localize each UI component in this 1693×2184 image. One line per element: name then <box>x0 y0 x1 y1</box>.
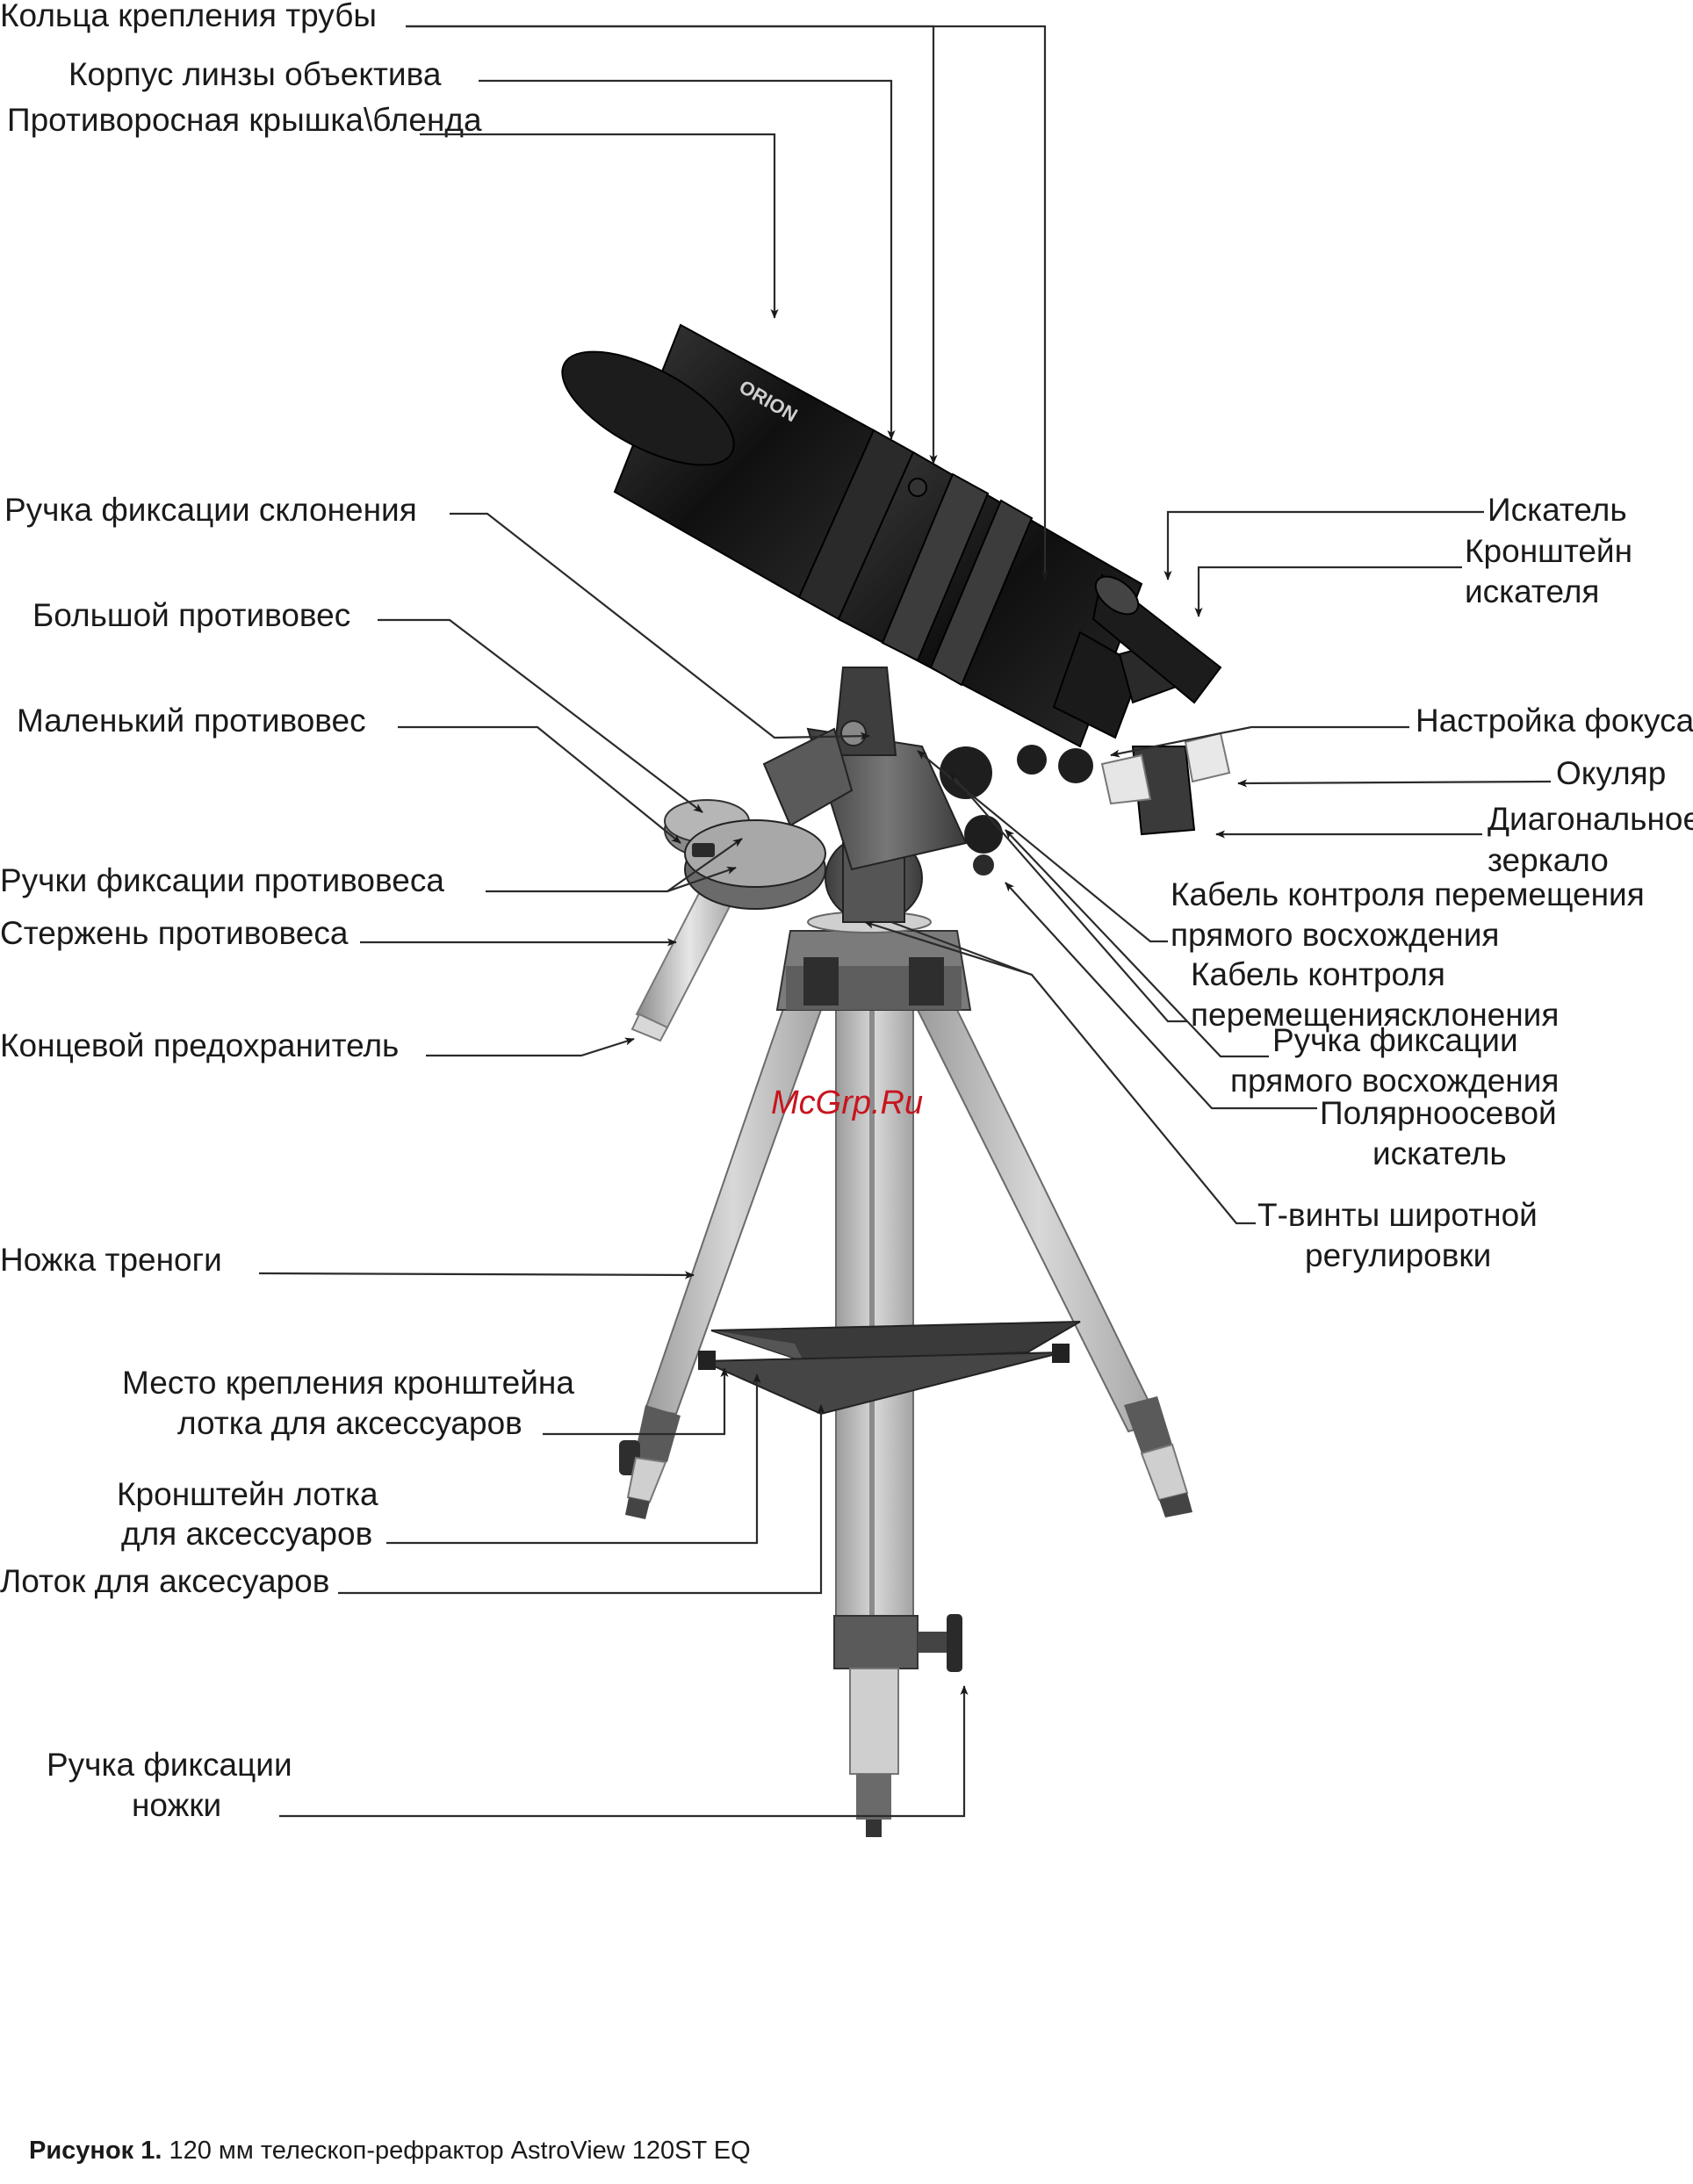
label-diagonal-a: Диагональное <box>1488 801 1693 837</box>
label-dec-cable-b: перемещениясклонения <box>1191 997 1559 1033</box>
label-tray-mount-a: Место крепления кронштейна <box>122 1365 574 1401</box>
accessory-tray <box>698 1321 1081 1416</box>
label-polar-finder-b: искатель <box>1372 1135 1507 1171</box>
leg-lock-knob <box>947 1614 962 1672</box>
label-large-counterweight: Большой противовес <box>32 597 350 633</box>
caption-bold: Рисунок 1. <box>29 2137 162 2165</box>
label-diagonal-b: зеркало <box>1488 842 1609 878</box>
label-objective-housing: Корпус линзы объектива <box>68 56 442 92</box>
label-counterweight-locks: Ручки фиксации противовеса <box>0 862 444 898</box>
label-t-bolts-b: регулировки <box>1305 1237 1491 1273</box>
label-ra-lock-a: Ручка фиксации <box>1272 1022 1518 1058</box>
leader-lines <box>258 25 1552 1818</box>
equatorial-mount <box>762 667 1003 923</box>
dec-lock-knob <box>840 720 867 746</box>
tube-rings <box>881 472 990 662</box>
label-ra-cable-b: прямого восхождения <box>1171 917 1499 953</box>
counterweight-assembly <box>630 799 826 1042</box>
focus-knob <box>1058 748 1093 783</box>
label-tray-mount-b: лотка для аксессуаров <box>177 1405 522 1441</box>
label-leg-lock-a: Ручка фиксации <box>47 1747 292 1783</box>
label-tripod-leg: Ножка треноги <box>0 1242 222 1278</box>
label-focus: Настройка фокуса <box>1416 703 1693 739</box>
tripod-head <box>775 911 972 1011</box>
large-counterweight <box>684 819 826 910</box>
telescope-illustration: ORION <box>561 323 1231 1837</box>
eyepiece <box>1184 732 1231 783</box>
label-ra-cable-a: Кабель контроля перемещения <box>1171 876 1645 912</box>
label-counterweight-shaft: Стержень противовеса <box>0 915 349 951</box>
label-small-counterweight: Маленький противовес <box>17 703 366 739</box>
label-leg-lock-b: ножки <box>132 1787 221 1823</box>
tripod <box>619 999 1192 1837</box>
counterweight-lock-knob <box>692 843 715 857</box>
optical-tube: ORION <box>561 323 1231 836</box>
figure-caption: Рисунок 1. 120 мм телескоп-рефрактор Ast… <box>29 2137 751 2165</box>
label-polar-finder-a: Полярноосевой <box>1320 1095 1557 1131</box>
diagonal-mirror <box>1131 746 1196 836</box>
label-tray-bracket-a: Кронштейн лотка <box>117 1476 378 1512</box>
label-eyepiece: Окуляр <box>1556 755 1666 791</box>
label-tube-rings: Кольца крепления трубы <box>0 0 377 33</box>
left-labels: Кольца крепления трубы Корпус линзы объе… <box>0 0 574 1823</box>
tray-bracket <box>702 1351 1063 1416</box>
label-dec-cable-a: Кабель контроля <box>1191 956 1445 992</box>
label-dec-lock: Ручка фиксации склонения <box>4 492 417 528</box>
label-safety-cap: Концевой предохранитель <box>0 1027 399 1063</box>
label-finder-bracket-a: Кронштейн <box>1465 533 1632 569</box>
label-t-bolts-a: Т-винты широтной <box>1257 1197 1538 1233</box>
label-tray: Лоток для аксесуаров <box>0 1563 329 1599</box>
right-labels: Искатель Кронштейн искателя Настройка фо… <box>1171 492 1693 1273</box>
caption-text: 120 мм телескоп-рефрактор AstroView 120S… <box>162 2137 750 2165</box>
label-tray-bracket-b: для аксессуаров <box>121 1516 372 1552</box>
label-finder: Искатель <box>1488 492 1627 528</box>
label-dew-shield: Противоросная крышка\бленда <box>7 102 482 138</box>
watermark: McGrp.Ru <box>771 1085 923 1121</box>
label-finder-bracket-b: искателя <box>1465 573 1599 609</box>
label-ra-lock-b: прямого восхождения <box>1230 1063 1559 1099</box>
